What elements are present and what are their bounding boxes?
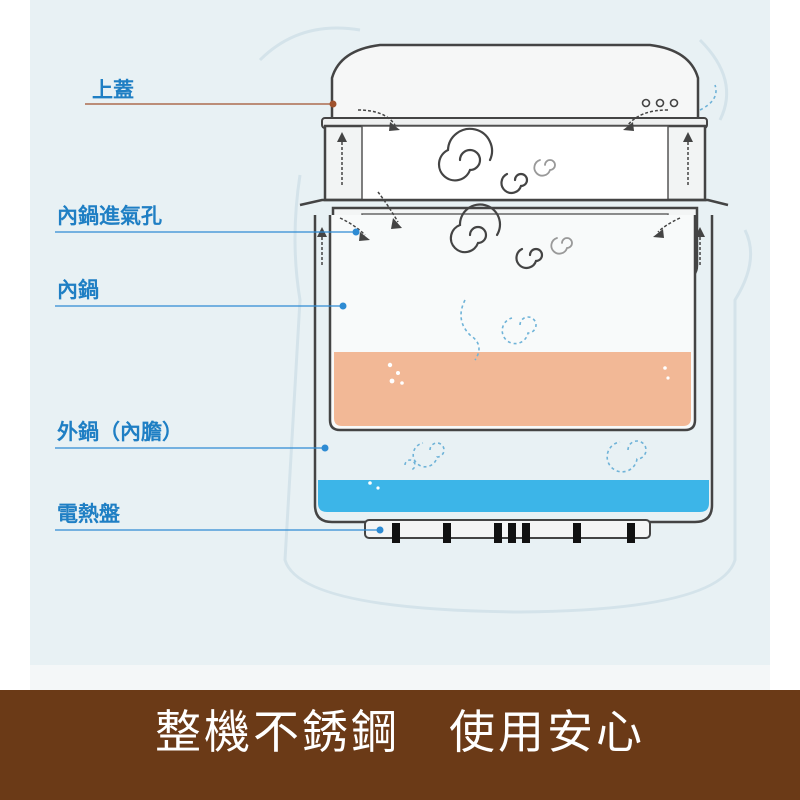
label-heating-plate: 電熱盤 — [57, 502, 120, 526]
upper-steamer-flange — [299, 198, 729, 207]
water — [318, 480, 709, 512]
inner-pot — [328, 215, 697, 432]
vent-dot — [641, 98, 651, 108]
outer-pot-leader-dot — [321, 444, 329, 452]
inner-pot-leader-dot — [339, 302, 347, 310]
steam-swirls-light — [533, 159, 573, 255]
lid-leader-dot — [329, 100, 337, 108]
lid — [321, 43, 708, 129]
vent-dot — [669, 98, 679, 108]
steam-swirls — [437, 127, 544, 270]
steam-arrows — [321, 109, 701, 265]
water-bubble — [368, 481, 372, 485]
upper-steamer-inner — [361, 125, 669, 201]
lid-dome — [330, 43, 700, 122]
food-bubbles — [387, 362, 670, 385]
steam-hole-leader-dot — [352, 228, 360, 236]
heating-plate-leader-dot — [376, 526, 384, 534]
footer-band — [0, 690, 800, 800]
panel-fade — [30, 665, 770, 690]
upper-steamer — [299, 124, 729, 207]
food — [334, 352, 691, 426]
label-lid: 上蓋 — [92, 78, 134, 102]
steam-swirls-blue — [404, 84, 717, 473]
steam-arrowheads — [317, 122, 705, 241]
vent-dot — [655, 98, 665, 108]
heating-plate — [364, 519, 651, 543]
label-outer-pot: 外鍋（內膽） — [57, 420, 183, 444]
footer-slogan: 整機不銹鋼 使用安心 — [155, 705, 645, 759]
heating-plate-feet — [392, 523, 635, 543]
label-steam-hole: 內鍋進氣孔 — [57, 204, 162, 228]
water-bubble — [376, 486, 380, 490]
label-inner-pot: 內鍋 — [57, 278, 99, 302]
heating-plate-body — [364, 519, 651, 539]
